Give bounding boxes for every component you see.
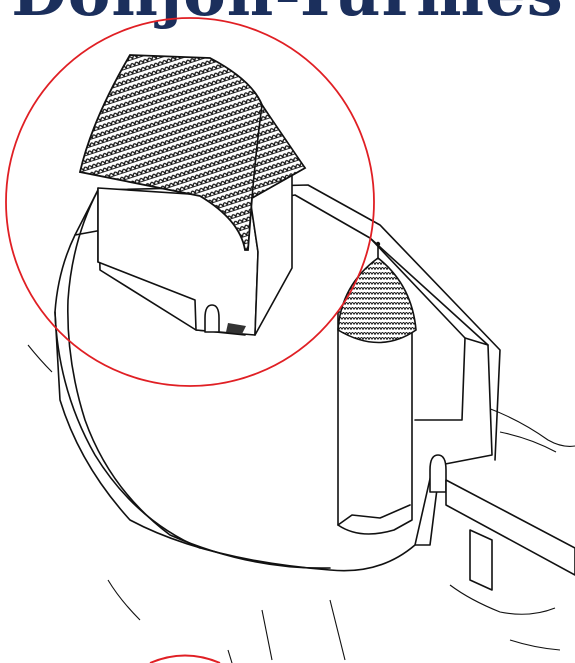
highlight-circle-partial (149, 654, 221, 663)
page-title: Donjon-Turmes (0, 0, 575, 26)
gate-bridge (429, 454, 575, 591)
ground-lines (27, 344, 575, 663)
keep-building (78, 54, 307, 336)
highlight-circle (5, 17, 375, 387)
